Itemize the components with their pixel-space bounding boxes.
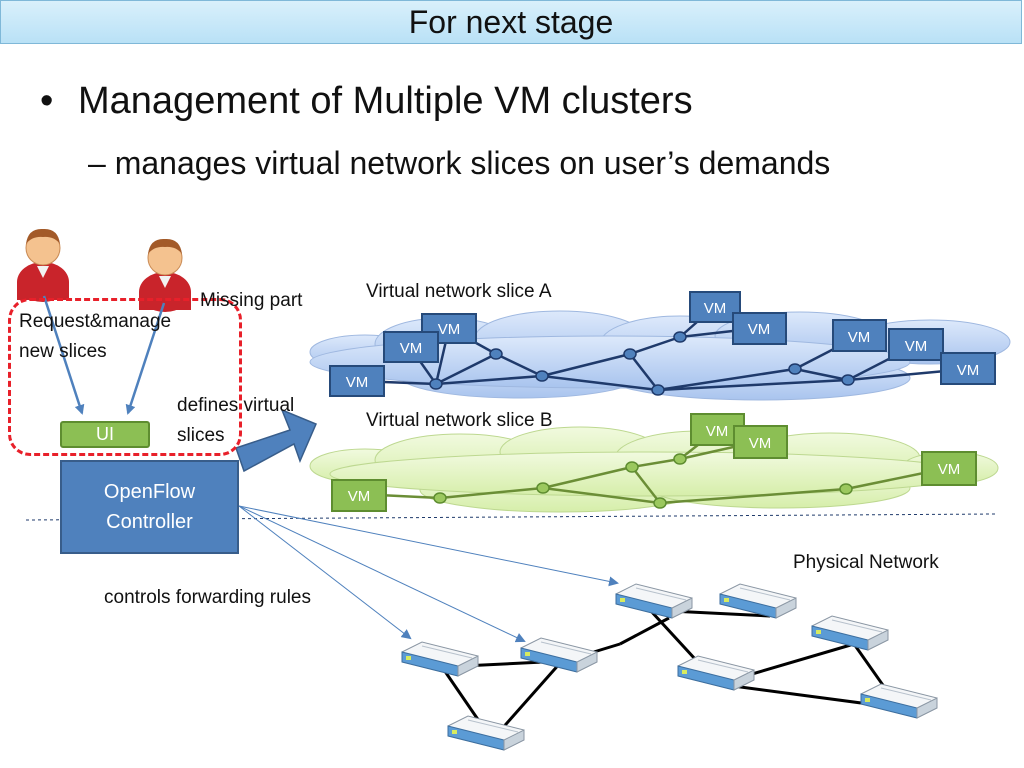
switch-icon (811, 615, 889, 651)
slice-b-nodes (433, 453, 853, 509)
vm-label: VM (905, 338, 928, 355)
slice-b-label: Virtual network slice B (366, 410, 553, 431)
controller-label-line1: OpenFlow (103, 481, 196, 503)
vm-label: VM (348, 488, 371, 505)
ui-box: UI (60, 421, 150, 448)
vm-box: VM (940, 352, 996, 385)
vm-box: VM (733, 425, 788, 459)
switch-icon (860, 683, 938, 719)
vm-label: VM (400, 340, 423, 357)
vm-box: VM (383, 331, 439, 363)
request-manage-label: Request&manage (19, 311, 172, 332)
vm-box: VM (331, 479, 387, 512)
vm-label: VM (957, 362, 980, 379)
switch-icon (401, 641, 479, 677)
defines-slices-arrow-icon (235, 408, 317, 473)
slide-title: For next stage (408, 3, 614, 40)
request-arrows (42, 295, 166, 415)
controller-label-line2: Controller (106, 511, 193, 533)
vm-box: VM (689, 291, 741, 323)
slices-label: slices (177, 425, 225, 446)
slice-a-label: Virtual network slice A (366, 281, 552, 302)
vm-box: VM (732, 312, 787, 345)
bullet-main: • Management of Multiple VM clusters (40, 80, 693, 123)
bullet-main-text: Management of Multiple VM clusters (78, 80, 693, 122)
bullet-dot: • (40, 80, 54, 122)
vm-label: VM (438, 321, 461, 338)
switch-icon (520, 637, 598, 673)
controls-forwarding-label: controls forwarding rules (104, 587, 311, 608)
physical-network-label: Physical Network (793, 552, 939, 573)
user-icon (16, 228, 70, 303)
missing-part-label: Missing part (200, 290, 303, 311)
vm-label: VM (748, 321, 771, 338)
new-slices-label: new slices (19, 341, 107, 362)
vm-label: VM (749, 435, 772, 452)
switch-icon (447, 715, 525, 751)
missing-part-outline (8, 298, 242, 456)
vm-box: VM (921, 451, 977, 486)
switch-icon (615, 583, 693, 619)
bullet-sub: – manages virtual network slices on user… (88, 145, 831, 181)
slide-title-bar: For next stage (0, 0, 1022, 44)
slice-a-vms: VM VM VM VM VM VM VM VM (329, 291, 996, 397)
vm-box: VM (832, 319, 887, 352)
vm-label: VM (704, 300, 727, 317)
switch-icon (677, 655, 755, 691)
vm-box: VM (888, 328, 944, 361)
vm-label: VM (706, 423, 729, 440)
defines-virtual-label: defines virtual (177, 395, 295, 416)
slice-b-cloud (309, 426, 999, 513)
slice-b-vms: VM VM VM VM (331, 413, 977, 512)
control-arrows (238, 505, 619, 643)
slice-a-nodes (429, 331, 855, 396)
vm-box: VM (329, 365, 385, 397)
vm-label: VM (848, 329, 871, 346)
ui-box-label: UI (96, 424, 114, 444)
openflow-controller-box: OpenFlow Controller (60, 460, 239, 554)
vm-label: VM (346, 374, 369, 391)
vm-label: VM (938, 461, 961, 478)
